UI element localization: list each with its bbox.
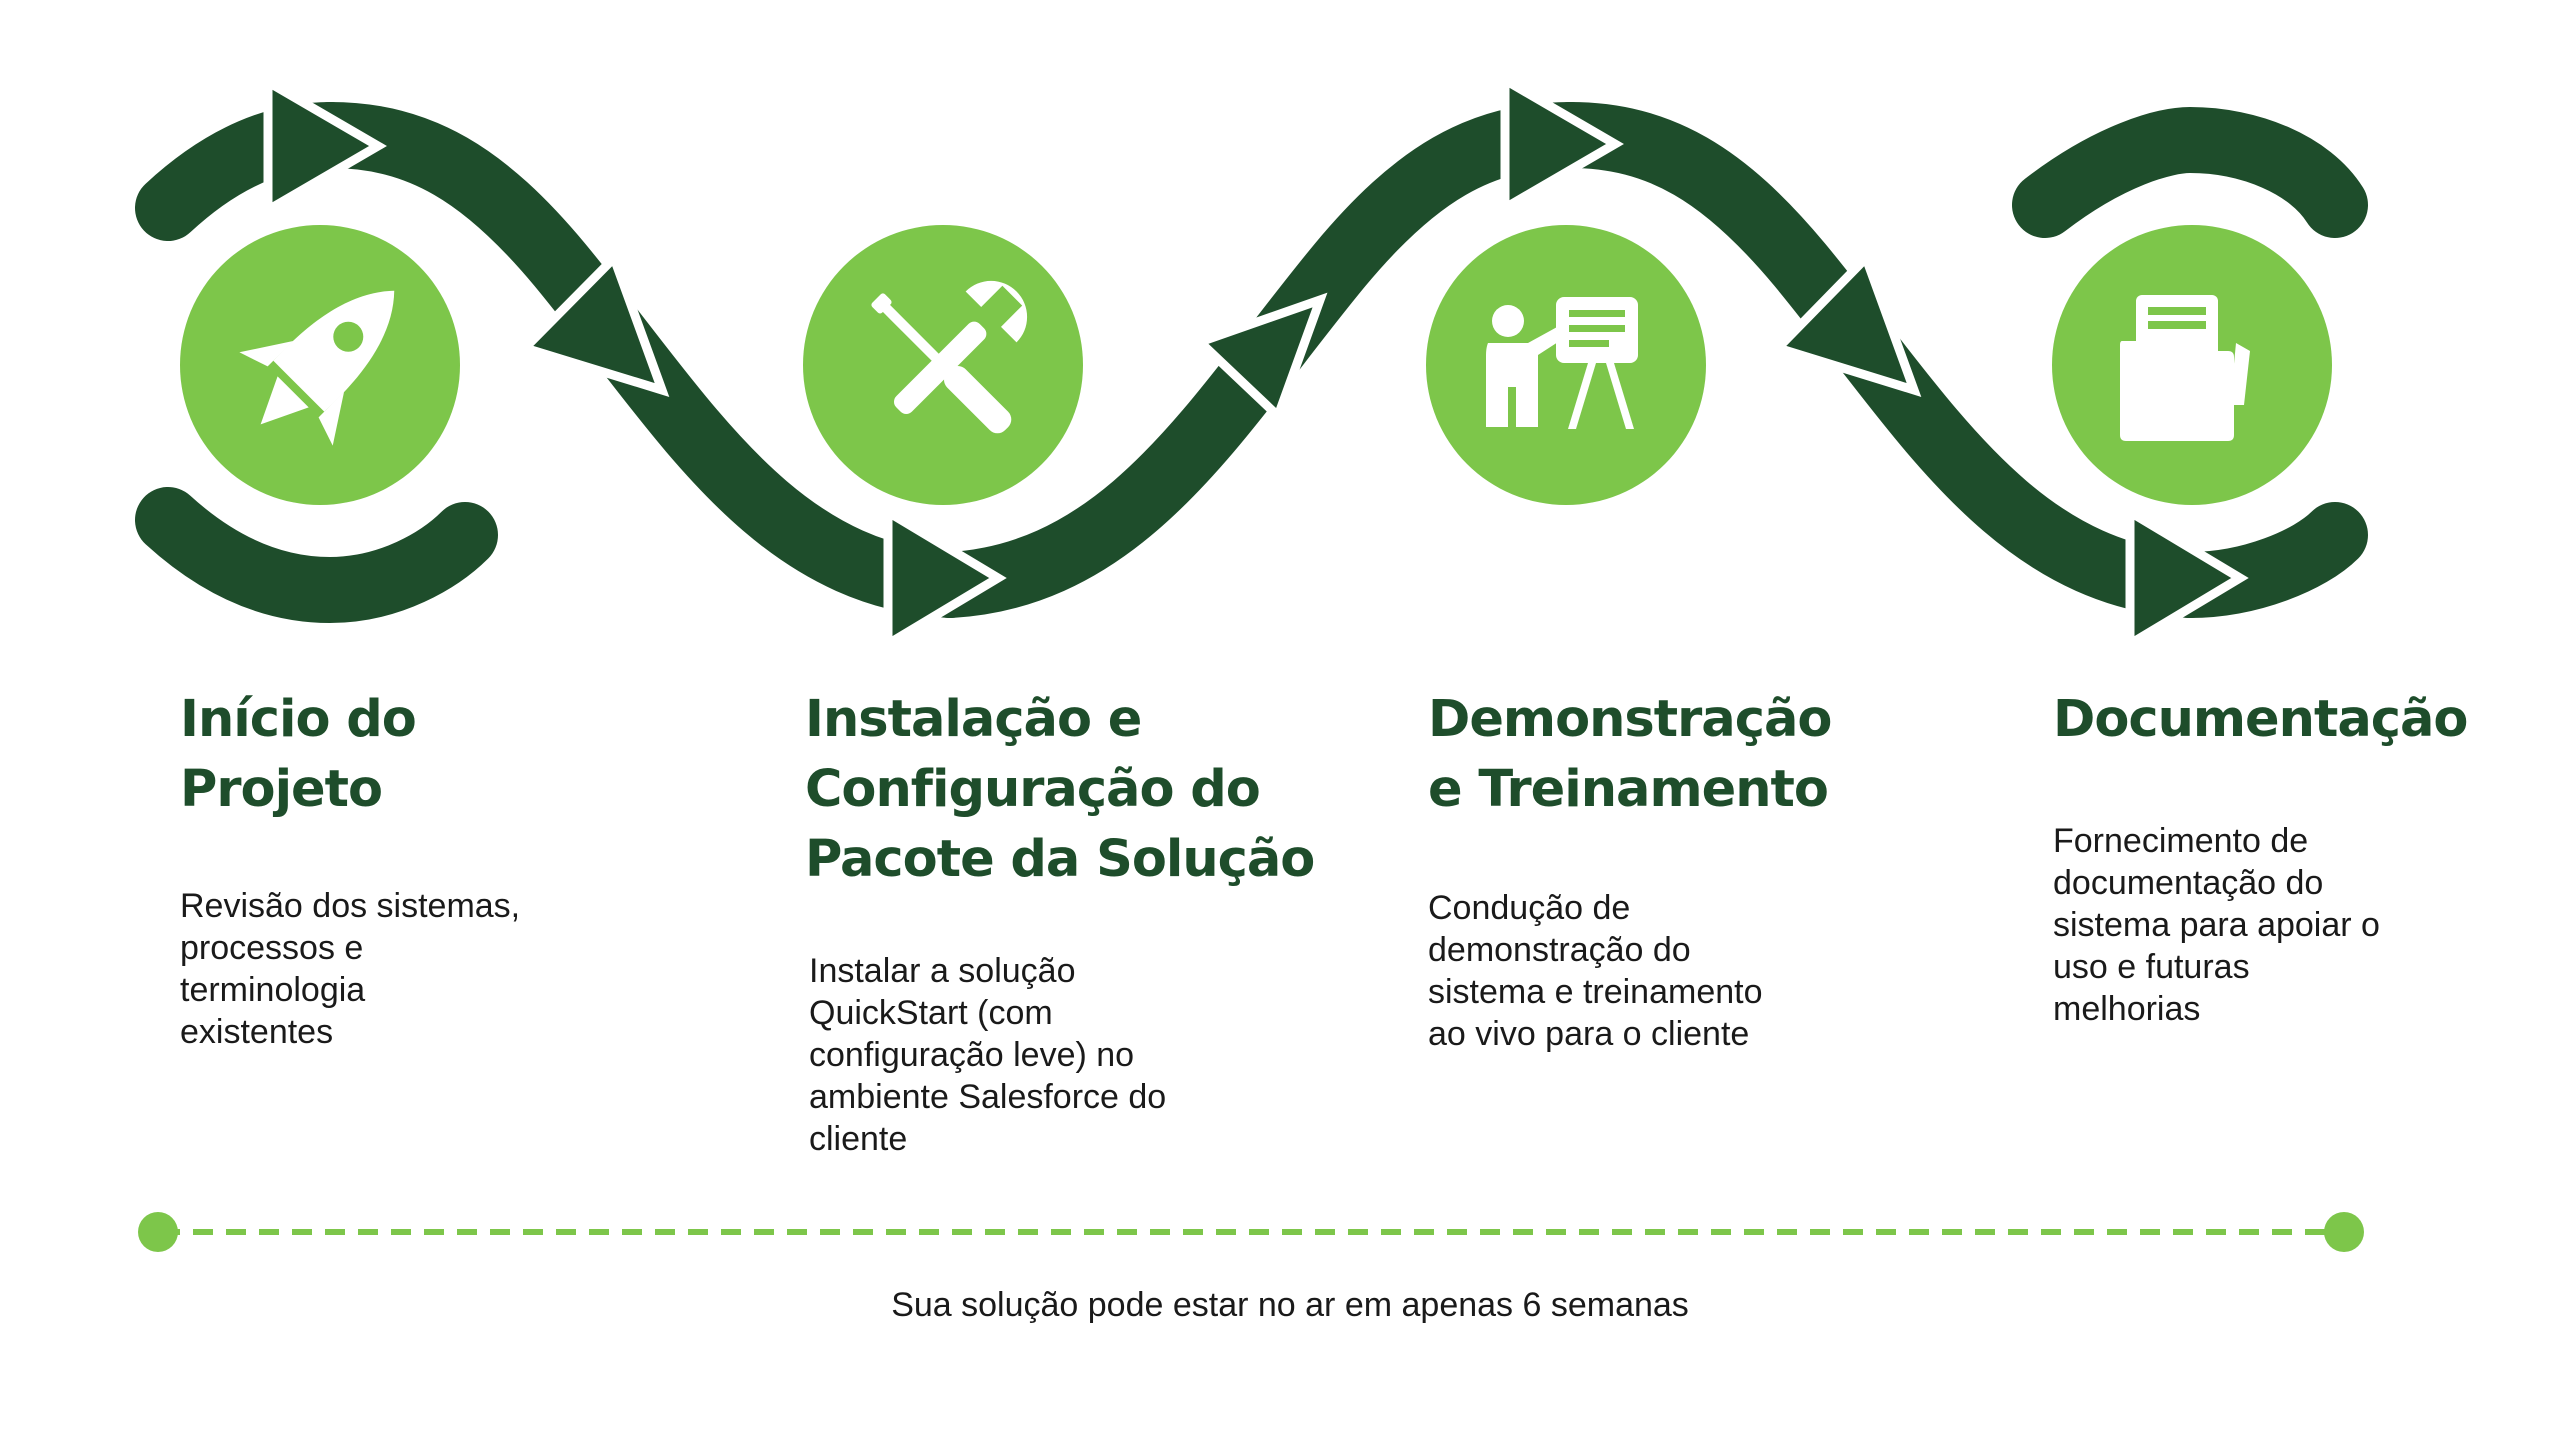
step-description-line: melhorias xyxy=(2053,990,2201,1028)
step-documentation: Documentação Fornecimento de documentaçã… xyxy=(2053,685,2513,1030)
step-description-line: ao vivo para o cliente xyxy=(1428,1015,1750,1053)
wave-arc-top-right xyxy=(2012,106,2368,238)
step-description: Condução de demonstração do sistema e tr… xyxy=(1428,887,1808,1055)
arrow-right-icon xyxy=(883,504,1007,652)
step-description-line: processos e xyxy=(180,929,364,967)
step-description-line: sistema e treinamento xyxy=(1428,973,1763,1011)
step-description-line: QuickStart (com xyxy=(809,994,1053,1032)
step-description-line: sistema para apoiar o xyxy=(2053,906,2380,944)
step-description: Fornecimento de documentação do sistema … xyxy=(2053,820,2413,1030)
arrow-right-icon xyxy=(1500,72,1624,216)
timeline-end-dot xyxy=(2324,1212,2364,1252)
step-description-line: demonstração do xyxy=(1428,931,1691,969)
arrow-up-right-icon xyxy=(1191,292,1328,424)
step-description-line: terminologia xyxy=(180,971,366,1009)
timeline-start-dot xyxy=(138,1212,178,1252)
step-circle-3 xyxy=(1426,225,1706,505)
arrow-right-icon xyxy=(263,74,387,218)
step-description-line: configuração leve) no xyxy=(809,1036,1135,1074)
step-description-line: ambiente Salesforce do xyxy=(809,1078,1167,1116)
rocket-icon xyxy=(239,290,395,446)
wave-arc-bottom-left xyxy=(135,487,498,624)
step-description-line: documentação do xyxy=(2053,864,2324,902)
step-title: Início do Projeto xyxy=(180,685,640,825)
timeline-caption: Sua solução pode estar no ar em apenas 6… xyxy=(891,1286,1689,1324)
step-title-line: Projeto xyxy=(180,760,383,819)
step-title-line: Documentação xyxy=(2053,690,2468,749)
step-installation-configuration: Instalação e Configuração do Pacote da S… xyxy=(805,685,1365,1160)
step-description-line: Revisão dos sistemas, xyxy=(180,887,521,925)
step-demo-training: Demonstração e Treinamento Condução de d… xyxy=(1428,685,1868,1055)
step-title-line: Início do xyxy=(180,690,417,749)
step-title-line: Configuração do xyxy=(805,760,1261,819)
step-project-start: Início do Projeto Revisão dos sistemas, … xyxy=(180,685,640,1053)
tools-icon xyxy=(871,280,1028,434)
arrow-right-icon xyxy=(2125,504,2249,652)
step-description: Revisão dos sistemas, processos e termin… xyxy=(180,885,640,1053)
step-title: Demonstração e Treinamento xyxy=(1428,685,1868,825)
folder-icon xyxy=(2120,295,2250,441)
step-title: Documentação xyxy=(2053,685,2513,755)
step-description: Instalar a solução QuickStart (com confi… xyxy=(809,950,1229,1160)
step-description-line: Fornecimento de xyxy=(2053,822,2309,860)
timeline xyxy=(138,1212,2364,1252)
step-title-line: Pacote da Solução xyxy=(805,830,1315,889)
step-title: Instalação e Configuração do Pacote da S… xyxy=(805,685,1365,895)
step-title-line: e Treinamento xyxy=(1428,760,1829,819)
step-description-line: uso e futuras xyxy=(2053,948,2250,986)
step-description-line: Condução de xyxy=(1428,889,1631,927)
step-description-line: Instalar a solução xyxy=(809,952,1076,990)
presentation-icon xyxy=(1486,297,1638,429)
direction-arrows xyxy=(263,72,2249,652)
step-description-line: existentes xyxy=(180,1013,334,1051)
step-title-line: Demonstração xyxy=(1428,690,1832,749)
step-description-line: cliente xyxy=(809,1120,908,1158)
step-title-line: Instalação e xyxy=(805,690,1142,749)
arrow-down-right-icon xyxy=(1769,249,1922,397)
arrow-down-right-icon xyxy=(516,249,670,397)
